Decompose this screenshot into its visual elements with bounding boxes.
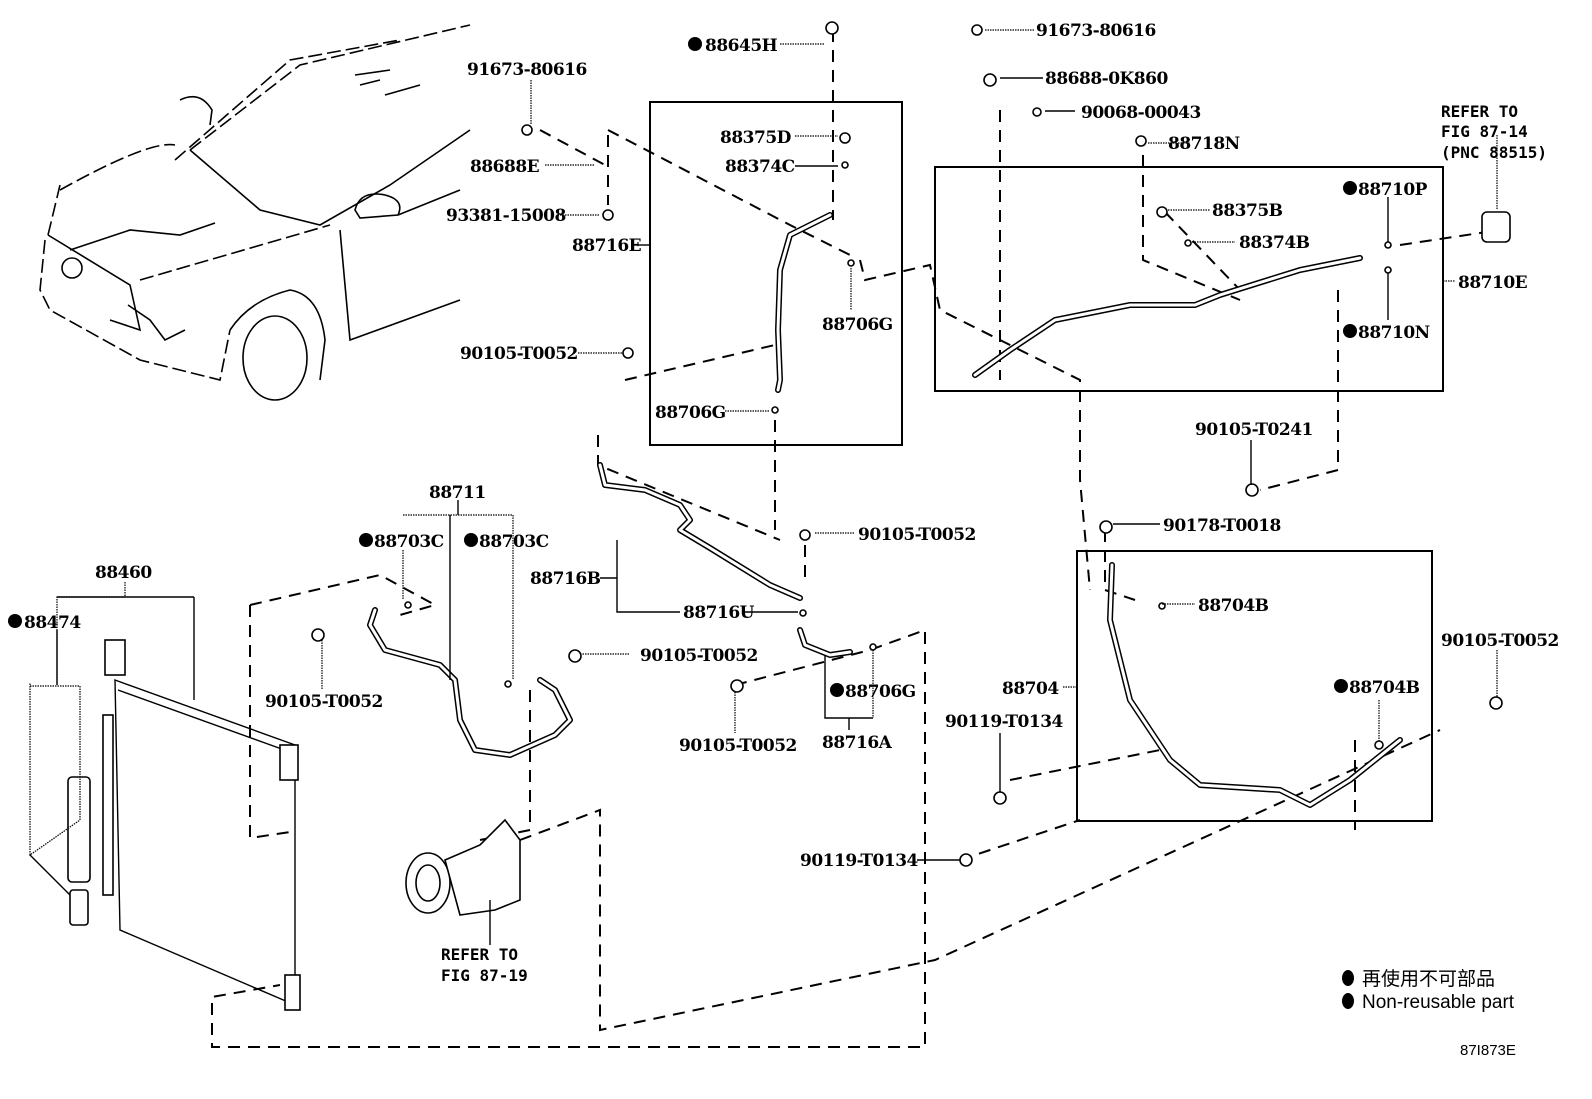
label-88710P[interactable]: 88710P bbox=[1358, 180, 1428, 200]
refer-note-receiver-line1: REFER TO bbox=[1441, 102, 1518, 121]
label-88688-0K860[interactable]: 88688-0K860 bbox=[1045, 69, 1169, 89]
label-88704B-upper[interactable]: 88704B bbox=[1198, 596, 1269, 616]
label-88711[interactable]: 88711 bbox=[429, 483, 486, 503]
refer-note-receiver-line2: FIG 87-14 bbox=[1441, 122, 1528, 141]
legend-english: Non-reusable part bbox=[1362, 992, 1515, 1013]
label-88716U[interactable]: 88716U bbox=[683, 603, 755, 623]
non-reusable-marker-icon bbox=[8, 614, 22, 628]
label-90105-T0052-right[interactable]: 90105-T0052 bbox=[1441, 631, 1559, 651]
non-reusable-marker-icon bbox=[1343, 181, 1357, 195]
refer-note-compressor-line1: REFER TO bbox=[441, 945, 518, 964]
label-91673-80616-right[interactable]: 91673-80616 bbox=[1036, 21, 1156, 41]
figure-id: 87I873E bbox=[1460, 1042, 1516, 1059]
non-reusable-marker-icon bbox=[464, 533, 478, 547]
label-88710E[interactable]: 88710E bbox=[1458, 273, 1528, 293]
label-90105-T0052-a[interactable]: 90105-T0052 bbox=[460, 344, 578, 364]
pipes bbox=[367, 212, 1403, 808]
label-88375D[interactable]: 88375D bbox=[720, 128, 792, 148]
label-88704B-lower[interactable]: 88704B bbox=[1349, 678, 1420, 698]
non-reusable-marker-icon bbox=[1342, 993, 1354, 1009]
non-reusable-marker-icon bbox=[830, 683, 844, 697]
label-88703C-right[interactable]: 88703C bbox=[479, 532, 549, 552]
label-88706G-upper[interactable]: 88706G bbox=[822, 315, 893, 335]
fasteners bbox=[311, 21, 1503, 867]
label-90068-00043[interactable]: 90068-00043 bbox=[1081, 103, 1201, 123]
receiver-drawing bbox=[1481, 211, 1511, 243]
label-88375B[interactable]: 88375B bbox=[1212, 201, 1283, 221]
label-90105-T0052-b[interactable]: 90105-T0052 bbox=[858, 525, 976, 545]
label-88718N[interactable]: 88718N bbox=[1168, 134, 1240, 154]
non-reusable-marker-icon bbox=[688, 37, 702, 51]
label-91673-80616-left[interactable]: 91673-80616 bbox=[467, 60, 587, 80]
condenser-88460-drawing bbox=[67, 639, 301, 1011]
non-reusable-marker-icon bbox=[359, 533, 373, 547]
refer-note-receiver-line3: (PNC 88515) bbox=[1441, 143, 1547, 162]
label-88474[interactable]: 88474 bbox=[24, 613, 82, 633]
non-reusable-marker-icon bbox=[1334, 679, 1348, 693]
compressor-drawing bbox=[405, 818, 521, 916]
part-labels: 88645H 91673-80616 88688E 93381-15008 88… bbox=[8, 21, 1559, 985]
label-88706G-mid[interactable]: 88706G bbox=[845, 682, 916, 702]
label-90119-T0134-a[interactable]: 90119-T0134 bbox=[945, 712, 1064, 732]
leader-lines bbox=[29, 29, 1498, 945]
hose-88704-box bbox=[1076, 550, 1433, 822]
non-reusable-marker-icon bbox=[1343, 324, 1357, 338]
label-90105-T0241[interactable]: 90105-T0241 bbox=[1195, 420, 1313, 440]
label-90119-T0134-b[interactable]: 90119-T0134 bbox=[800, 851, 919, 871]
label-88645H[interactable]: 88645H bbox=[705, 36, 778, 56]
label-88716E[interactable]: 88716E bbox=[572, 236, 642, 256]
legend-japanese: 再使用不可部品 bbox=[1362, 968, 1495, 990]
label-88374C[interactable]: 88374C bbox=[725, 157, 795, 177]
label-90105-T0052-c[interactable]: 90105-T0052 bbox=[640, 646, 758, 666]
label-88374B[interactable]: 88374B bbox=[1239, 233, 1310, 253]
label-90105-T0052-e[interactable]: 90105-T0052 bbox=[265, 692, 383, 712]
legend: 再使用不可部品 Non-reusable part bbox=[1342, 968, 1515, 1013]
non-reusable-marker-icon bbox=[1342, 970, 1354, 986]
pipe-88716E-box bbox=[649, 101, 903, 446]
label-90105-T0052-d[interactable]: 90105-T0052 bbox=[679, 736, 797, 756]
label-88716A[interactable]: 88716A bbox=[822, 733, 893, 753]
label-88706G-lower[interactable]: 88706G bbox=[655, 403, 726, 423]
label-88716B[interactable]: 88716B bbox=[530, 569, 601, 589]
label-88710N[interactable]: 88710N bbox=[1358, 323, 1430, 343]
label-88704[interactable]: 88704 bbox=[1002, 679, 1060, 699]
label-93381-15008[interactable]: 93381-15008 bbox=[446, 206, 566, 226]
vehicle-illustration bbox=[39, 24, 471, 401]
pipe-88710E-box bbox=[934, 166, 1444, 392]
label-88460[interactable]: 88460 bbox=[95, 563, 153, 583]
refer-note-compressor-line2: FIG 87-19 bbox=[441, 966, 528, 985]
label-88703C-left[interactable]: 88703C bbox=[374, 532, 444, 552]
label-90178-T0018[interactable]: 90178-T0018 bbox=[1163, 516, 1281, 536]
label-88688E[interactable]: 88688E bbox=[470, 157, 540, 177]
